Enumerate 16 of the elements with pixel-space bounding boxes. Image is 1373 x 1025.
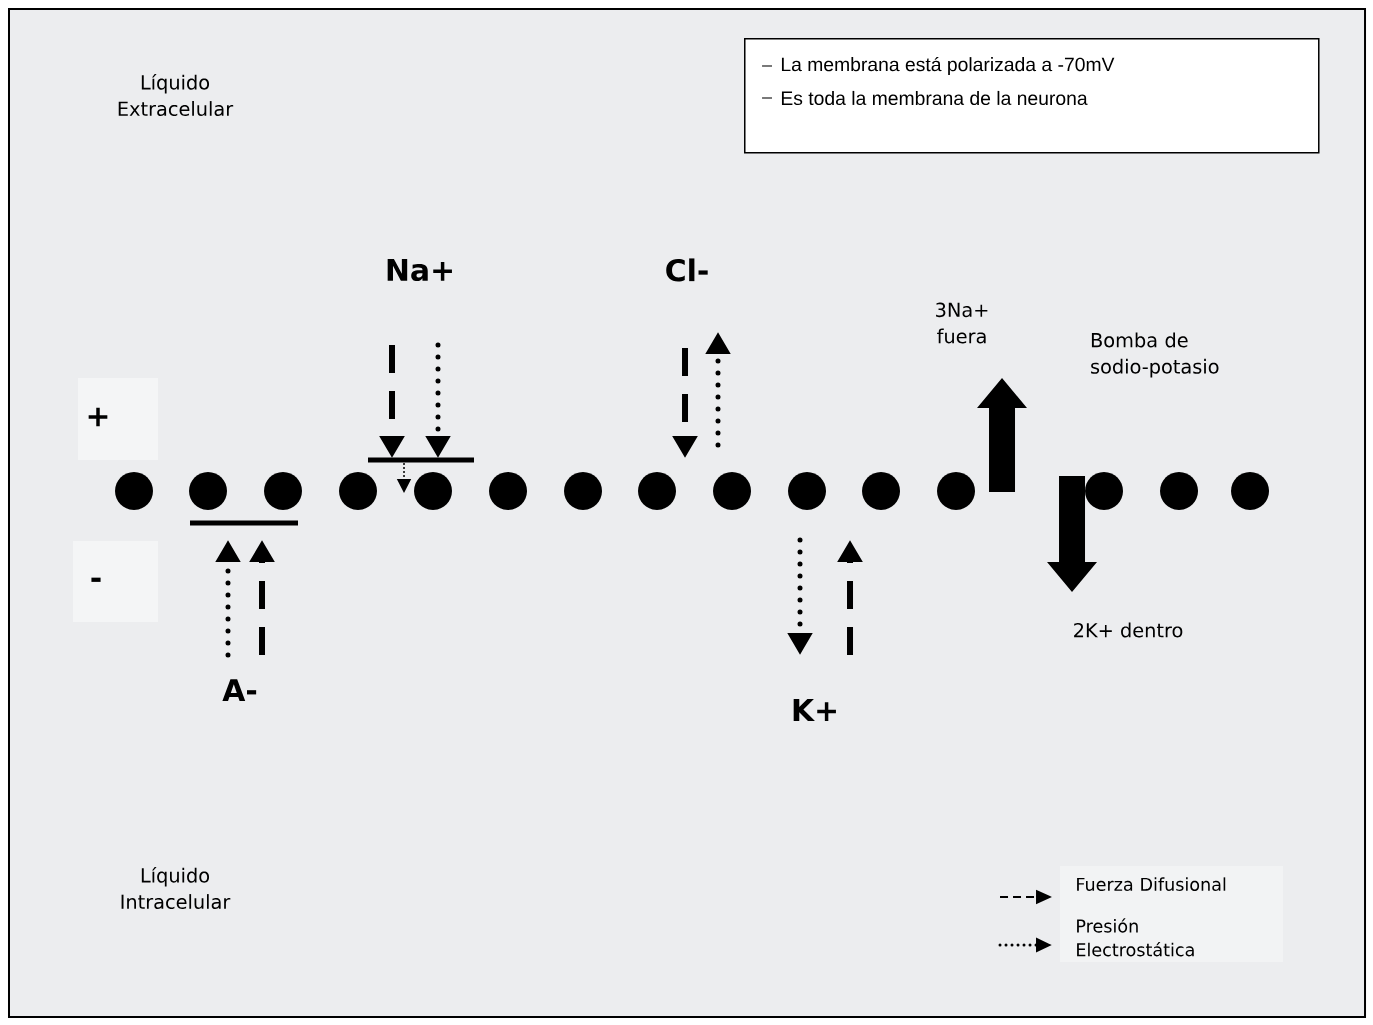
ion-label: K+ (793, 699, 836, 721)
info-box (744, 38, 1320, 154)
legend-text: Presión Electrostática (1077, 918, 1194, 957)
pump-label: 3Na+ fuera (936, 302, 988, 344)
legend-text: Fuerza Difusional (1077, 877, 1226, 891)
region-label: Líquido Extracelular (118, 73, 234, 117)
pump-label: Bomba de sodio-potasio (1091, 332, 1219, 378)
region-label: Líquido Intracelular (121, 866, 231, 910)
info-text: Es toda la membrana de la neurona (781, 90, 1088, 106)
charge-sign: - (91, 577, 101, 582)
ion-label: Na+ (387, 258, 452, 282)
pump-label: 2K+ dentro (1074, 622, 1183, 638)
ion-label: Cl- (666, 258, 708, 282)
ion-label: A- (222, 679, 257, 701)
info-text: La membrana está polarizada a -70mV (781, 56, 1115, 76)
charge-sign: + (88, 407, 108, 427)
